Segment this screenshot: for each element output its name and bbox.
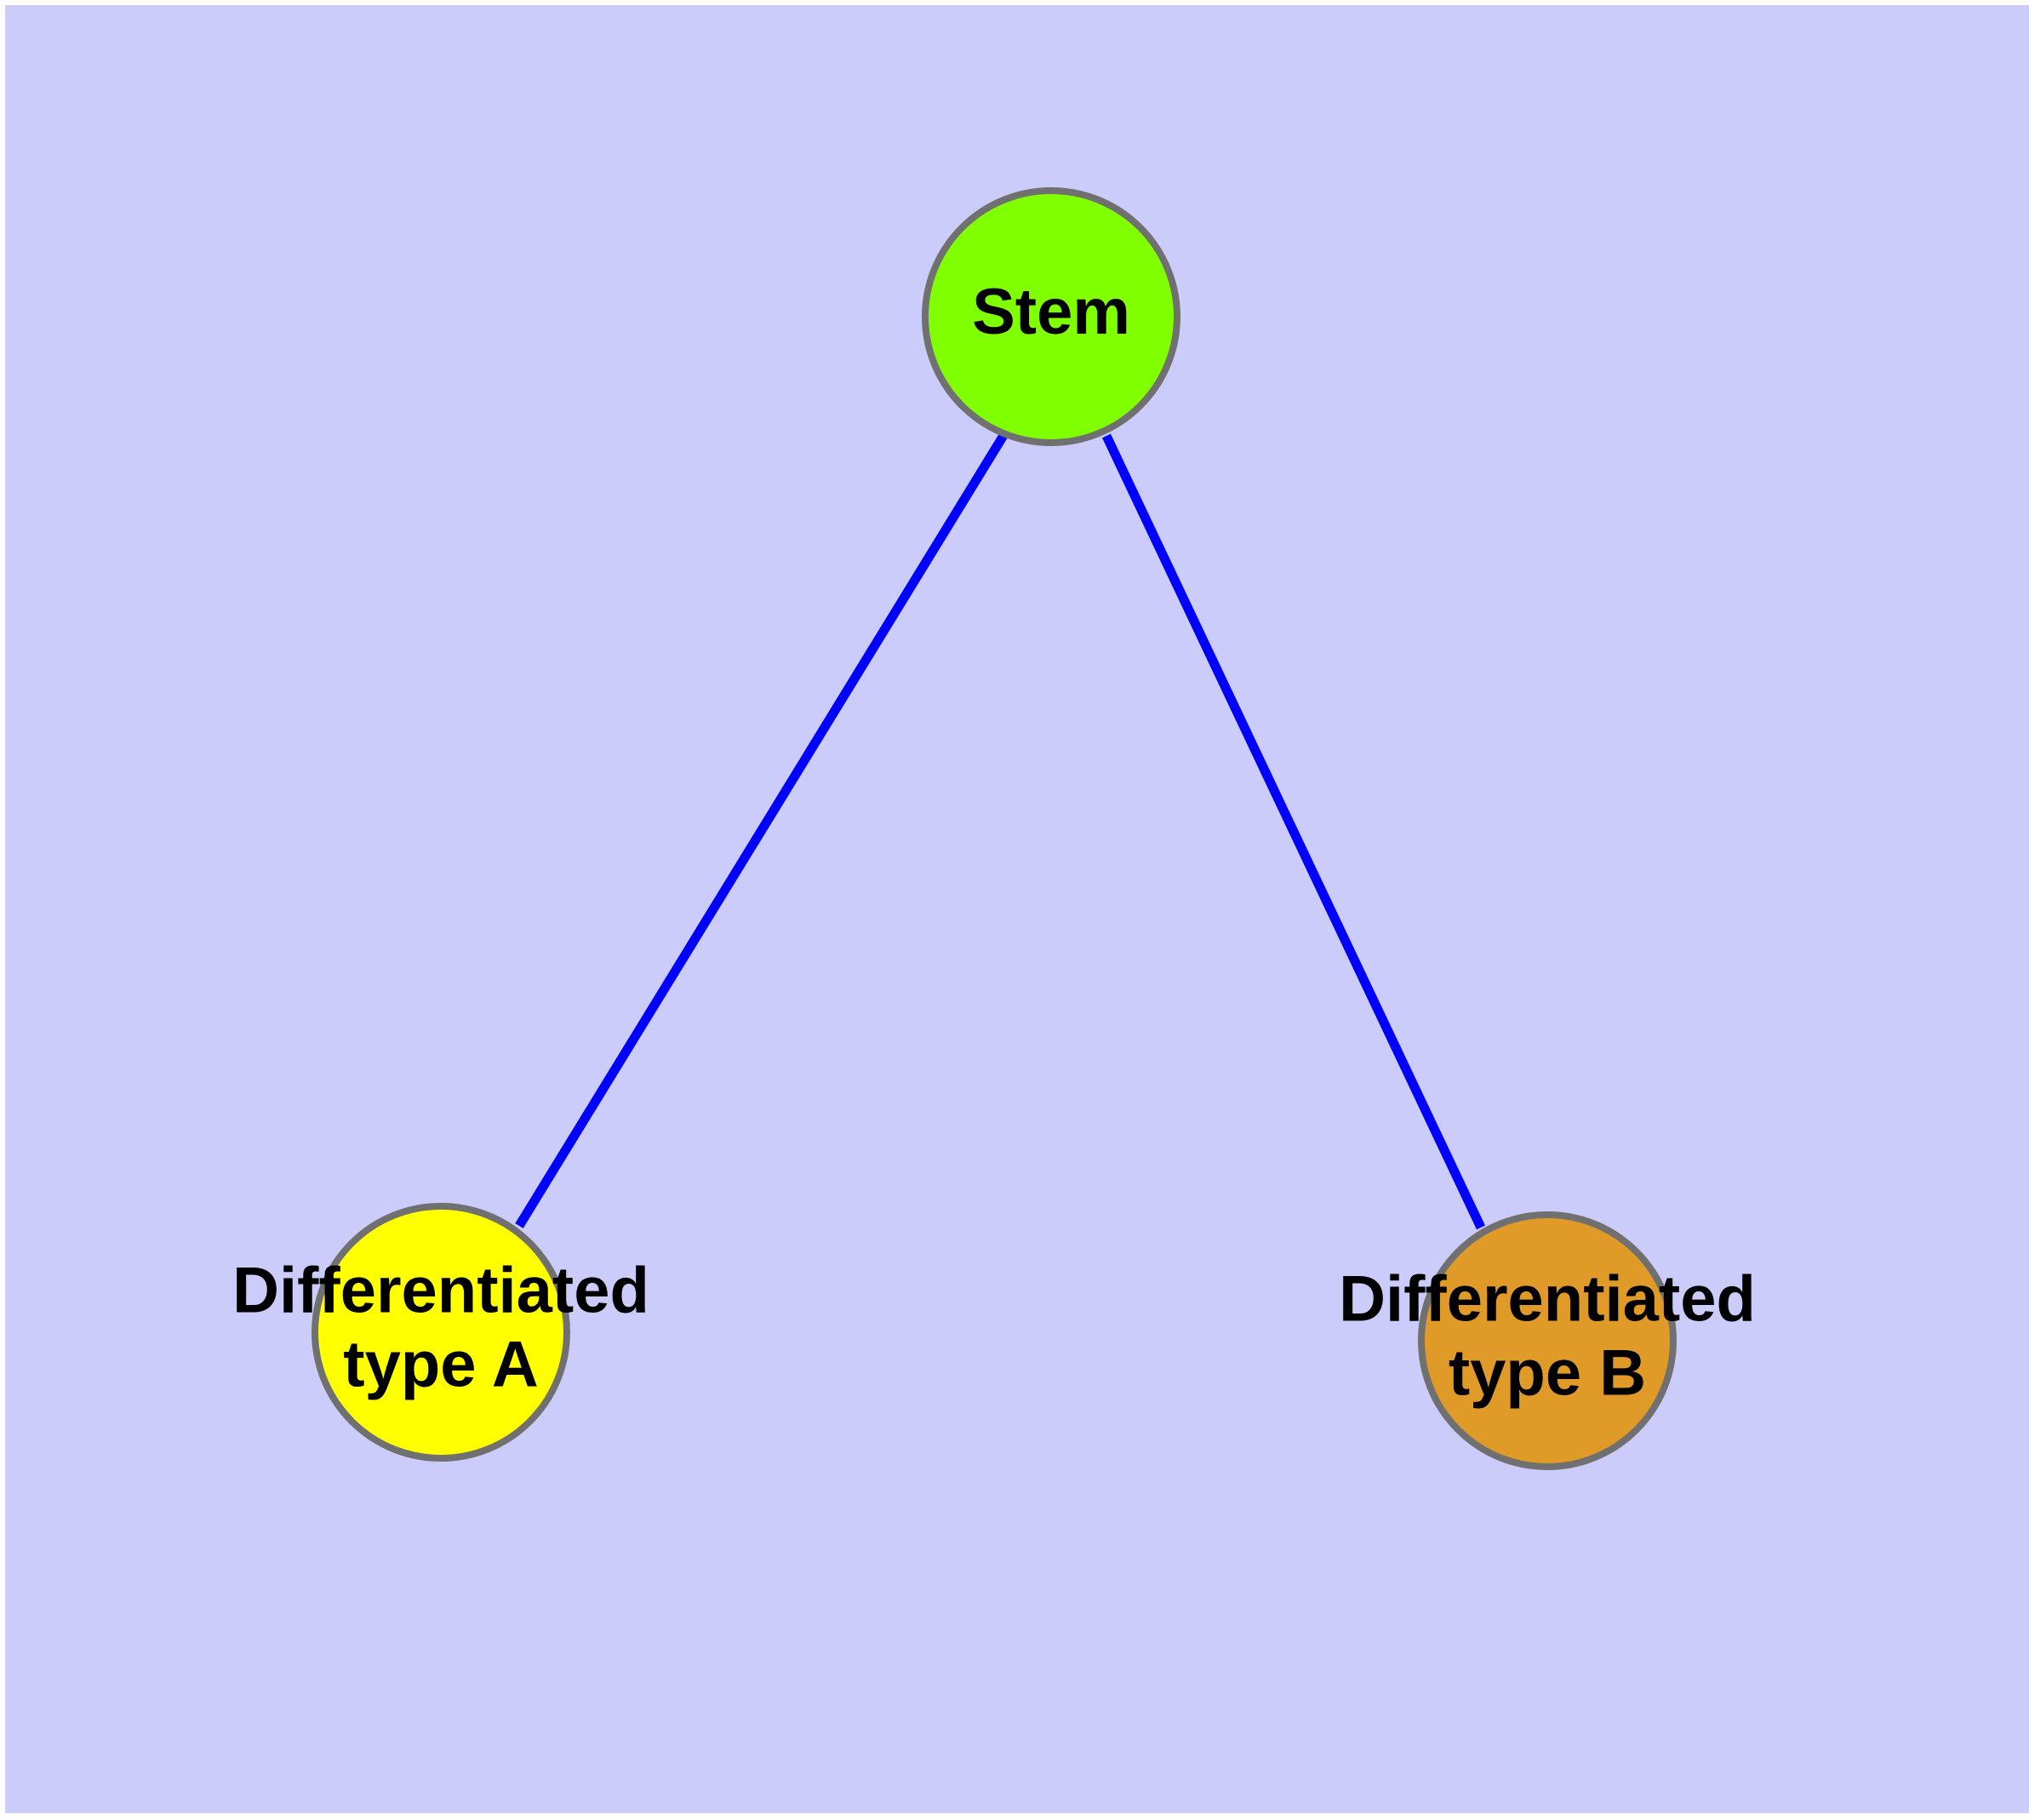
node-differentiated-type-a-circle[interactable] [311, 1203, 570, 1462]
node-differentiated-type-b-circle[interactable] [1418, 1211, 1677, 1470]
node-differentiated-type-b-label-line2: type B [1449, 1337, 1646, 1410]
node-stem-label-line1: Stem [972, 276, 1130, 348]
node-stem-circle[interactable] [922, 187, 1180, 446]
node-differentiated-type-a[interactable]: Differentiated type A [232, 1203, 649, 1462]
nodes-layer: Stem Differentiated type A Differentiate… [232, 187, 1756, 1470]
node-differentiated-type-b-label-line1: Differentiated [1339, 1263, 1756, 1336]
edges-layer [515, 432, 1485, 1230]
node-stem[interactable]: Stem [922, 187, 1180, 446]
node-differentiated-type-a-label-line2: type A [343, 1329, 538, 1401]
edge-stem-to-differentiated-type-b[interactable] [1102, 433, 1485, 1230]
node-differentiated-type-a-label-line1: Differentiated [232, 1255, 649, 1327]
edge-stem-to-differentiated-type-a[interactable] [515, 432, 1009, 1228]
node-differentiated-type-b[interactable]: Differentiated type B [1339, 1211, 1756, 1470]
